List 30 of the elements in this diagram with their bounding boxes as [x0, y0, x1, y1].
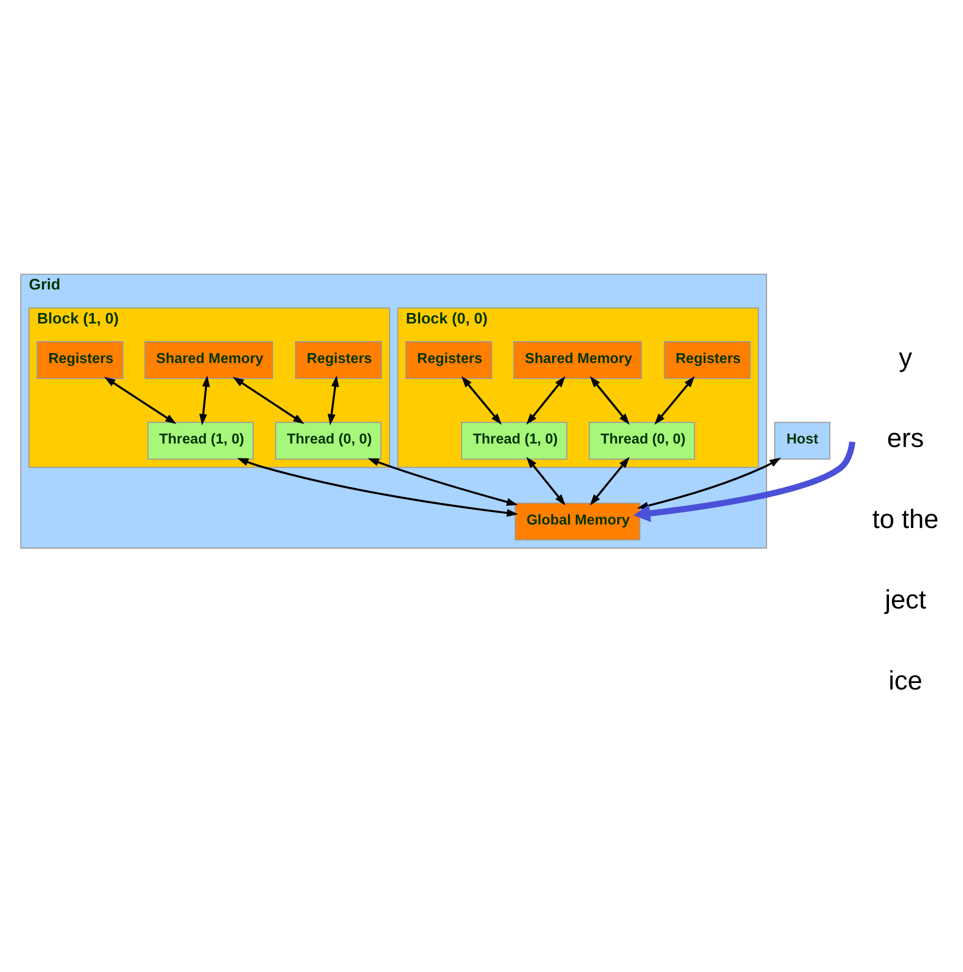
node-box: Thread (1, 0) [147, 421, 254, 460]
arrow [328, 374, 340, 425]
arrow [633, 440, 856, 522]
arrow [232, 376, 304, 424]
label: ice [888, 664, 922, 695]
arrow [590, 456, 630, 505]
arrow [461, 376, 502, 424]
node-box: Shared Memory [144, 340, 274, 378]
label: ers [887, 422, 924, 453]
arrow [526, 456, 566, 505]
node-box: Host [774, 421, 830, 460]
node-box: Thread (0, 0) [275, 421, 382, 460]
node-box: Registers [295, 340, 382, 378]
arrow [368, 458, 518, 506]
node-box: Thread (0, 0) [588, 421, 696, 460]
node-box: Global Memory [514, 502, 640, 540]
arrow [237, 458, 518, 516]
arrow [590, 376, 630, 424]
node-box: Registers [405, 340, 492, 378]
arrow [104, 376, 176, 424]
label: ject [884, 584, 926, 614]
arrow [526, 376, 566, 424]
label: to the [872, 503, 939, 534]
node-box: Thread (1, 0) [461, 421, 568, 460]
node-box: Shared Memory [513, 340, 642, 378]
arrow [654, 376, 695, 424]
label: y [898, 342, 912, 372]
node-box: Registers [36, 340, 124, 378]
node-box: Registers [664, 340, 751, 378]
arrow [199, 374, 210, 425]
